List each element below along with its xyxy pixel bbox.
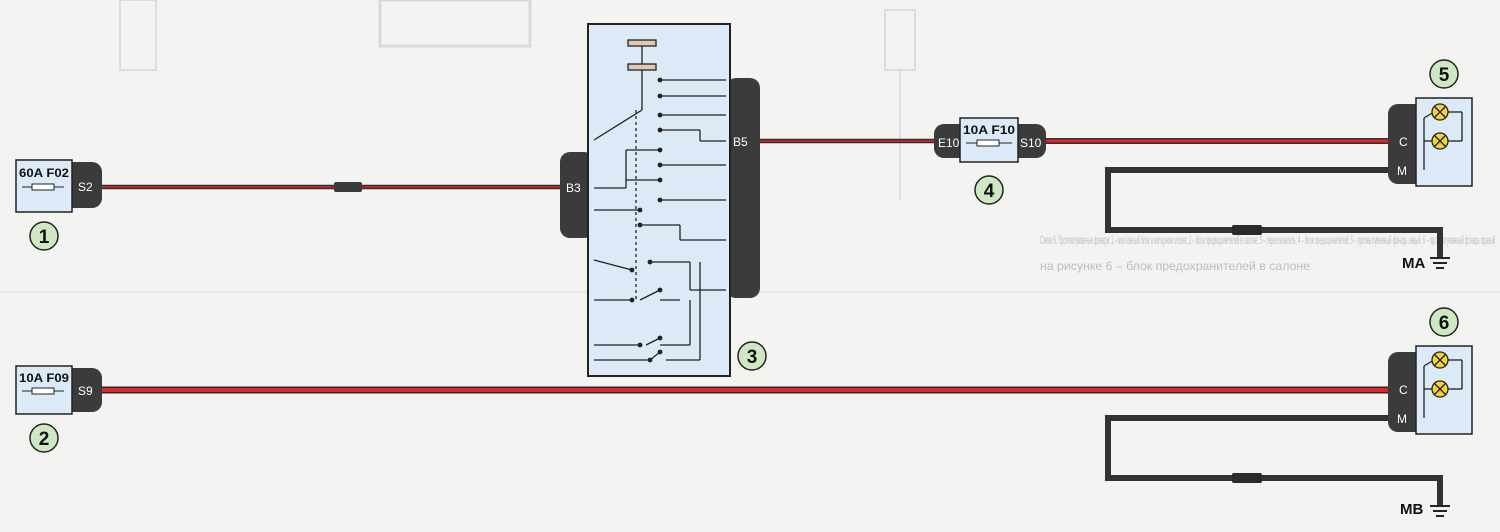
fuse-symbol xyxy=(976,139,1000,147)
ground-icon xyxy=(1430,257,1450,269)
callout-6 xyxy=(1429,307,1459,337)
wire-sleeve xyxy=(334,182,362,192)
fuse-f02: 60A F02 S2 1 xyxy=(15,159,102,251)
callout-4 xyxy=(974,175,1004,205)
bulb-icon xyxy=(1431,351,1449,369)
bulb-icon xyxy=(1431,132,1449,150)
ground-mb: MB xyxy=(1400,501,1450,518)
switch-internal-contacts xyxy=(593,39,726,361)
ground-ma-label: MA xyxy=(1402,255,1425,272)
fuse-symbol xyxy=(31,387,55,395)
bulb-icon xyxy=(1431,380,1449,398)
fog-lamp-bottom: C M 6 xyxy=(1388,307,1473,435)
callout-5 xyxy=(1429,59,1459,89)
lamp-top-pin-c: C xyxy=(1399,135,1408,149)
wire-lamp-top-to-ground-ma xyxy=(1105,167,1443,258)
switch-block: B3 B5 xyxy=(560,23,767,377)
svg-text:4: 4 xyxy=(984,181,995,202)
callout-1 xyxy=(29,221,59,251)
fuse-f10: 10A F10 E10 S10 4 xyxy=(934,117,1046,205)
fuse-symbol xyxy=(31,183,55,191)
svg-text:6: 6 xyxy=(1439,313,1450,334)
fuse-f02-rating: 60A F02 xyxy=(19,168,69,180)
fuse-f09-rating: 10A F09 xyxy=(19,373,69,385)
ground-icon xyxy=(1430,505,1450,517)
bulb-icon xyxy=(1431,103,1449,121)
lamp-bottom-pin-c: C xyxy=(1399,383,1408,397)
background-caption-line1: Схема 6. Противотуманные фонари: 1 – мон… xyxy=(1040,233,1495,247)
svg-text:3: 3 xyxy=(747,347,758,368)
fuse-f10-rating: 10A F10 xyxy=(963,125,1015,137)
fuse-f02-pin: S2 xyxy=(78,180,93,194)
switch-contact-dots xyxy=(629,77,663,363)
lamp-top-pin-m: M xyxy=(1397,164,1407,178)
lamp-bottom-pin-m: M xyxy=(1397,412,1407,426)
callout-3 xyxy=(737,341,767,371)
ground-mb-label: MB xyxy=(1400,501,1423,518)
wire-lamp-bottom-to-ground-mb xyxy=(1105,415,1443,506)
callout-2 xyxy=(29,423,59,453)
fuse-f10-pin-in: E10 xyxy=(938,136,960,150)
switch-pin-in: B3 xyxy=(566,181,581,195)
fuse-f09-pin: S9 xyxy=(78,384,93,398)
fuse-f10-pin-out: S10 xyxy=(1020,136,1042,150)
fog-lamp-top: C M 5 xyxy=(1388,59,1473,187)
background-caption-line2: на рисунке 6 – блок предохранителей в са… xyxy=(1040,259,1310,273)
wires xyxy=(98,138,1443,506)
svg-text:1: 1 xyxy=(39,227,50,248)
ground-ma: MA xyxy=(1402,255,1450,272)
fuse-f09: 10A F09 S9 2 xyxy=(15,365,102,453)
svg-text:5: 5 xyxy=(1439,65,1450,86)
switch-pin-out: B5 xyxy=(733,135,748,149)
svg-text:2: 2 xyxy=(39,429,50,450)
